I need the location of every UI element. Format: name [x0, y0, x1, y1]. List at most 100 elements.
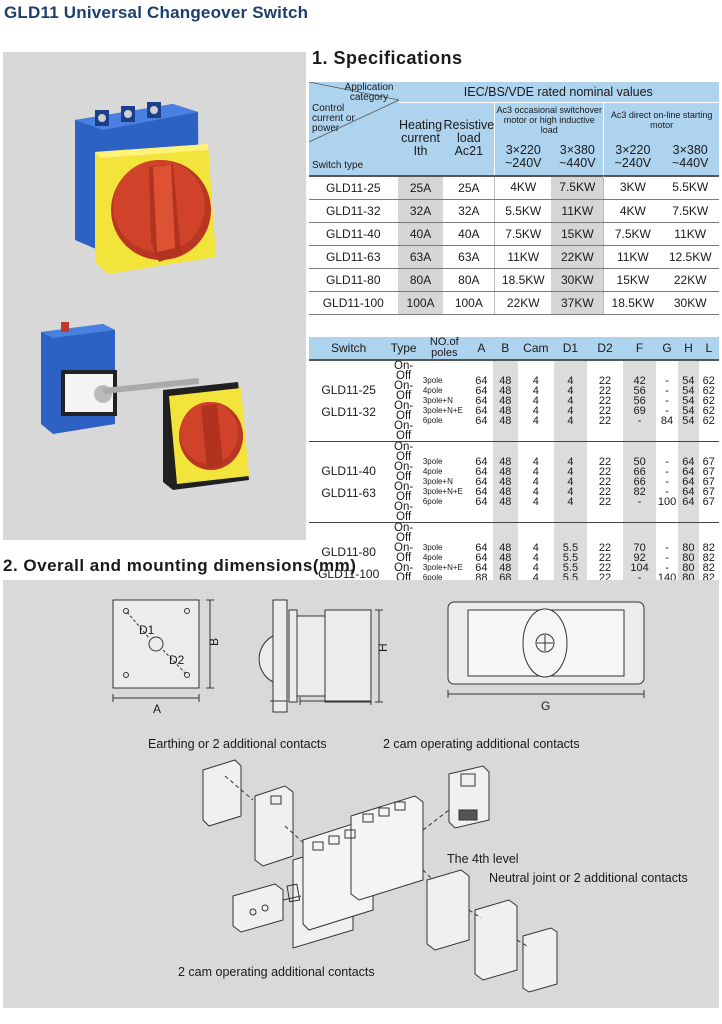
dimensions-switch-name: GLD11-40 — [321, 464, 376, 478]
dimensions-value: 67 — [702, 496, 715, 508]
dimensions-value: On-Off — [394, 461, 414, 483]
dimensions-value: - — [665, 486, 669, 498]
spec-value-cell: 40A — [397, 222, 444, 246]
dimensions-value: 3pole+N+E — [422, 563, 463, 572]
dimensions-value: 64 — [475, 476, 488, 488]
dimensions-value: 5.5 — [562, 572, 579, 584]
dimensions-value: 4pole — [422, 386, 443, 395]
dimensions-value: - — [637, 496, 642, 508]
spec-value-cell: 5.5KW — [661, 176, 719, 200]
dimensions-value: 62 — [702, 395, 715, 407]
spec-value-cell: 7.5KW — [551, 176, 604, 200]
dimensions-value: 6pole — [422, 573, 443, 582]
dimensions-value: 22 — [598, 456, 612, 468]
dimensions-value: 64 — [682, 486, 695, 498]
dimensions-value: 3pole+N+E — [422, 487, 463, 496]
dimensions-value: 82 — [702, 552, 715, 564]
dimensions-value: 104 — [630, 562, 649, 574]
spec-value-cell: 22KW — [494, 291, 552, 315]
dimensions-value: 64 — [475, 395, 488, 407]
spec-value-cell: 100A — [397, 291, 444, 315]
dimensions-value: 5.5 — [562, 562, 579, 574]
spec-switch-cell: GLD11-80 — [309, 268, 398, 292]
resistive-load-header: Resistive load Ac21 — [443, 102, 495, 177]
dimensions-value: 64 — [475, 542, 488, 554]
dimensions-header-cell: D1 — [554, 337, 587, 361]
dimensions-value: 3pole+N — [422, 477, 453, 486]
spec-value-cell: 100A — [443, 291, 495, 315]
spec-value-cell: 4KW — [494, 176, 552, 200]
dimensions-value: 22 — [598, 562, 612, 574]
dimensions-header-cell: D2 — [586, 337, 624, 361]
dimensions-value: On-Off — [394, 360, 414, 382]
dimensions-value: 22 — [598, 395, 612, 407]
dimensions-value: 70 — [633, 542, 646, 554]
dimensions-header-cell: H — [678, 337, 699, 361]
dimensions-value: 22 — [598, 466, 612, 478]
dimensions-value: 82 — [702, 562, 715, 574]
dimensions-value: 56 — [633, 385, 646, 397]
dimensions-value: 100 — [657, 496, 677, 508]
voltage-header-1: 3×220 ~240V — [494, 138, 552, 177]
dimensions-value: 67 — [702, 466, 715, 478]
dimensions-value: 4 — [532, 572, 539, 584]
dimensions-value: - — [665, 476, 669, 488]
dimensions-value: 48 — [499, 375, 512, 387]
spec-value-cell: 11KW — [661, 222, 719, 246]
dimensions-value: 64 — [475, 456, 488, 468]
dimensions-value: 64 — [475, 405, 488, 417]
dimensions-header-cell: G — [655, 337, 679, 361]
dimensions-value: 22 — [598, 542, 612, 554]
dimensions-value: 22 — [598, 552, 612, 564]
spec-value-cell: 18.5KW — [494, 268, 552, 292]
dimensions-value: 4 — [532, 562, 539, 574]
spec-corner-cell: Application category Control current or … — [309, 82, 399, 177]
dimensions-value: 4pole — [422, 553, 443, 562]
dimensions-value: 64 — [682, 466, 695, 478]
side-view-drawing — [258, 599, 383, 713]
dimensions-value: 3pole — [422, 543, 443, 552]
dimensions-value: 48 — [499, 395, 512, 407]
spec-value-cell: 15KW — [551, 222, 604, 246]
dimensions-value: 22 — [598, 375, 612, 387]
spec-value-cell: 63A — [443, 245, 495, 269]
dimensions-value: 3pole — [422, 457, 443, 466]
spec-value-cell: 63A — [397, 245, 444, 269]
voltage-header-4: 3×380 ~440V — [661, 138, 719, 177]
dimensions-value: On-Off — [394, 501, 414, 523]
dimensions-value: - — [665, 385, 669, 397]
spec-switch-cell: GLD11-40 — [309, 222, 398, 246]
dimensions-header-cell: A — [469, 337, 494, 361]
dimensions-header-cell: NO.of poles — [418, 337, 470, 361]
mounting-diagram-panel: D1 D2 A B H G Earthing or 2 additional c… — [3, 580, 719, 1008]
dimensions-value: 4 — [567, 486, 574, 498]
dimensions-value: - — [665, 405, 669, 417]
spec-switch-cell: GLD11-25 — [309, 176, 398, 200]
dimensions-value: 22 — [598, 415, 612, 427]
dimensions-value: 54 — [682, 395, 695, 407]
spec-value-cell: 80A — [397, 268, 444, 292]
dimensions-value: 80 — [682, 562, 695, 574]
dimensions-value: 82 — [633, 486, 646, 498]
dimensions-value: - — [665, 395, 669, 407]
dimensions-value: 80 — [682, 572, 695, 584]
dimensions-value: On-Off — [394, 562, 414, 584]
dimensions-value: 4 — [567, 466, 574, 478]
dimensions-header-cell: Switch — [309, 337, 389, 361]
voltage-header-2: 3×380 ~440V — [551, 138, 604, 177]
heating-current-header: Heating current Ith — [397, 102, 444, 177]
label-cam-bottom: 2 cam operating additional contacts — [178, 965, 375, 979]
dimensions-value: 42 — [633, 375, 646, 387]
spec-value-cell: 22KW — [661, 268, 719, 292]
spec-value-cell: 25A — [397, 176, 444, 200]
product-photo-panel — [3, 52, 306, 540]
dimensions-value: 62 — [702, 405, 715, 417]
dimensions-value: 54 — [682, 375, 695, 387]
